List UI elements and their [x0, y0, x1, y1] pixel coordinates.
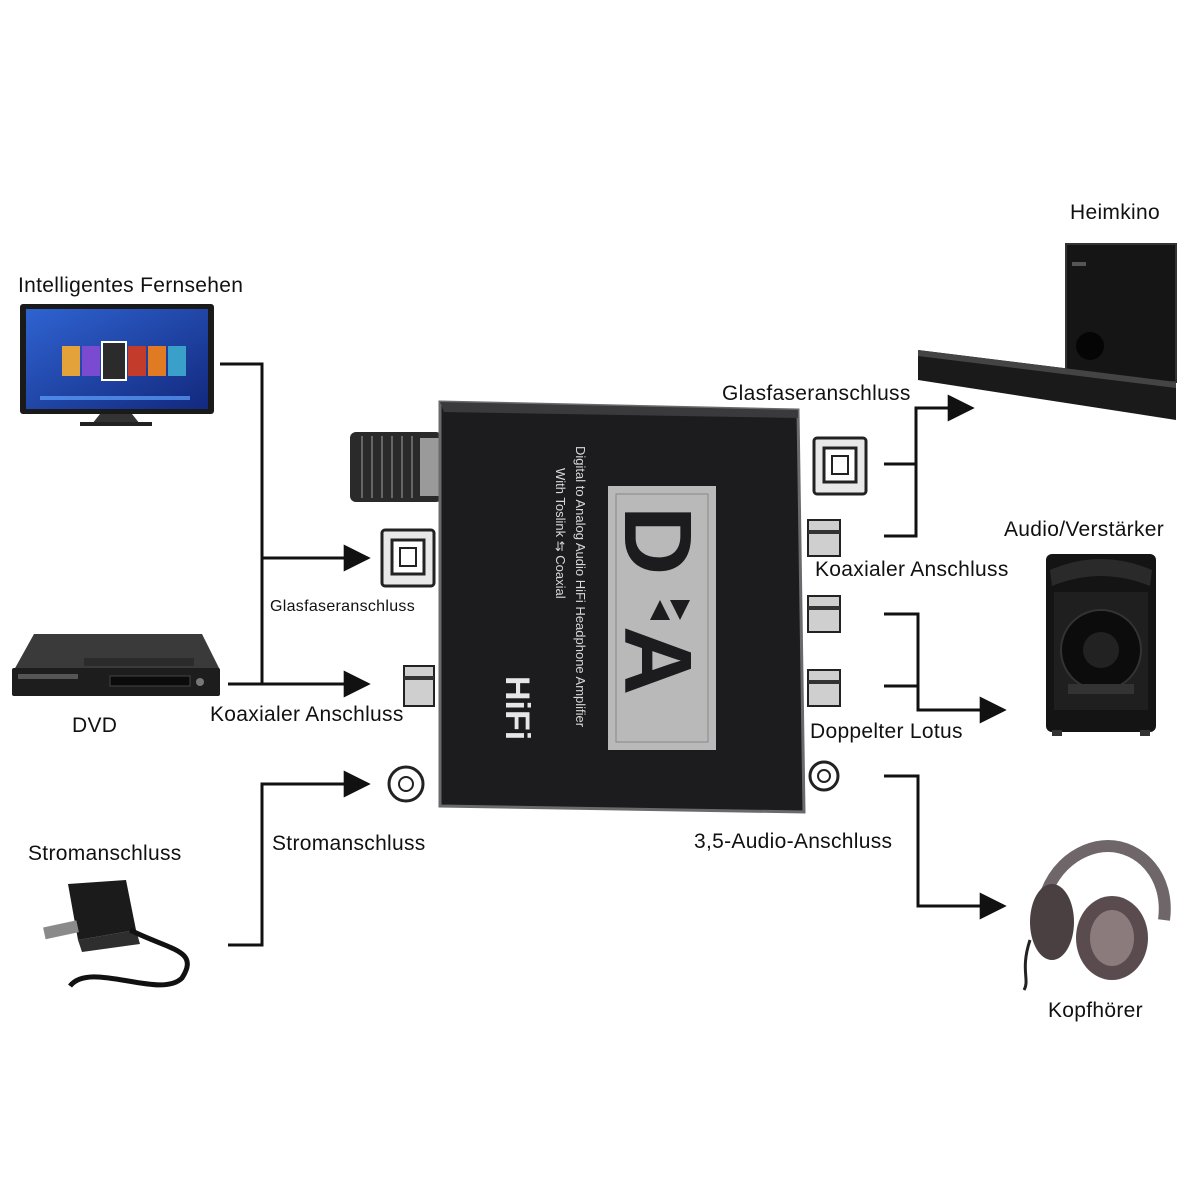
label-headphones: Kopfhörer	[1048, 999, 1143, 1022]
line-out-amp	[884, 612, 1007, 724]
label-home-cinema: Heimkino	[1070, 201, 1160, 224]
label-in-optical: Glasfaseranschluss	[270, 598, 416, 615]
line-out-homecinema	[884, 394, 975, 466]
logo-letter-d: D	[604, 506, 711, 576]
label-in-power: Stromanschluss	[272, 832, 426, 855]
line-tv-optical	[220, 362, 371, 572]
label-power-adapter: Stromanschluss	[28, 842, 182, 865]
logo-letter-a: A	[604, 626, 711, 696]
device-hifi: HiFi	[498, 676, 536, 741]
device-subtitle: With Toslink ⇆ Coaxial	[553, 468, 568, 599]
device-title: Digital to Analog Audio HiFi Headphone A…	[573, 446, 588, 728]
label-amplifier: Audio/Verstärker	[1004, 518, 1165, 541]
label-out-coaxial: Koaxialer Anschluss	[815, 558, 1009, 581]
label-in-coaxial: Koaxialer Anschluss	[210, 703, 404, 726]
label-dvd: DVD	[72, 714, 118, 737]
label-smart-tv: Intelligentes Fernsehen	[18, 274, 244, 297]
line-out-headphones	[884, 774, 1007, 920]
label-out-rca: Doppelter Lotus	[810, 720, 963, 743]
line-power	[228, 770, 371, 947]
line-out-homecinema-2	[884, 464, 918, 538]
label-out-35: 3,5-Audio-Anschluss	[694, 830, 893, 853]
label-out-optical: Glasfaseranschluss	[722, 382, 911, 405]
